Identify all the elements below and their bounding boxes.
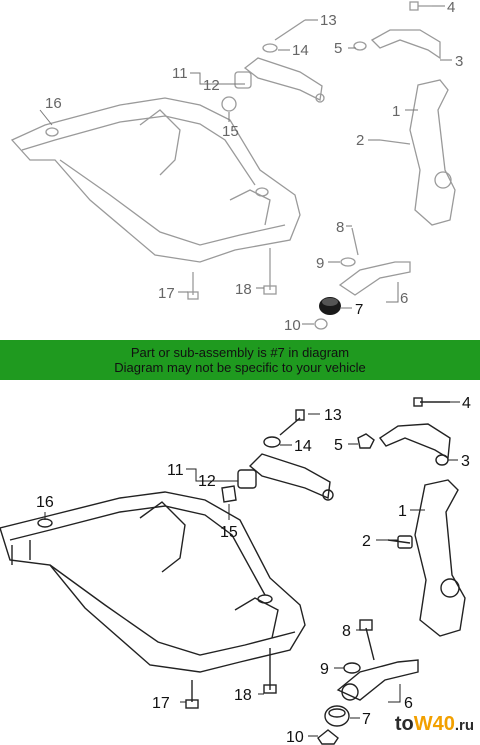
callout-14: 14 [292,42,309,59]
callout-11-bottom: 11 [167,462,184,479]
vehicle-fit-banner: Part or sub-assembly is #7 in diagram Di… [0,340,480,380]
top-diagram-svg: 13 4 14 5 11 12 3 16 1 15 2 8 9 18 17 6 … [10,0,463,334]
callout-12-bottom: 12 [198,473,216,490]
callout-15-bottom: 15 [220,524,238,541]
callout-2: 2 [356,132,364,149]
callout-4-bottom: 4 [462,395,471,412]
callout-1: 1 [392,103,400,120]
callout-18-bottom: 18 [234,687,252,704]
callout-16-bottom: 16 [36,494,54,511]
callout-10-bottom: 10 [286,729,304,745]
callout-16: 16 [45,95,62,112]
banner-line-2: Diagram may not be specific to your vehi… [114,360,366,375]
callout-5: 5 [334,40,342,57]
callout-9-bottom: 9 [320,661,329,678]
callout-9: 9 [316,255,324,272]
callout-12: 12 [203,77,220,94]
banner-line-1: Part or sub-assembly is #7 in diagram [130,345,350,360]
callout-18: 18 [235,281,252,298]
watermark-part-3: .ru [454,717,474,734]
callout-15: 15 [222,123,239,140]
callout-17: 17 [158,285,175,302]
callout-6-bottom: 6 [404,695,413,712]
site-watermark-logo: toW40.ru [395,713,474,736]
bottom-diagram-svg: 13 4 14 5 11 12 3 16 1 15 2 8 9 18 17 6 … [0,395,471,745]
callout-1-bottom: 1 [398,503,407,520]
callout-14-bottom: 14 [294,438,312,455]
callout-5-bottom: 5 [334,437,343,454]
callout-7: 7 [355,301,363,318]
bushing-part-7 [324,705,350,727]
bushing-part-7-highlight [319,297,341,315]
top-parts-diagram: 13 4 14 5 11 12 3 16 1 15 2 8 9 18 17 6 … [0,0,480,340]
callout-8-bottom: 8 [342,623,351,640]
callout-10: 10 [284,317,301,334]
callout-3: 3 [455,53,463,70]
callout-17-bottom: 17 [152,695,170,712]
callout-8: 8 [336,219,344,236]
callout-2-bottom: 2 [362,533,371,550]
callout-3-bottom: 3 [461,453,470,470]
callout-11: 11 [172,65,188,82]
callout-6: 6 [400,290,408,307]
callout-13-bottom: 13 [324,407,342,424]
callout-4: 4 [447,0,455,16]
callout-7-bottom: 7 [362,711,371,728]
callout-13: 13 [320,12,337,29]
bottom-parts-diagram: 13 4 14 5 11 12 3 16 1 15 2 8 9 18 17 6 … [0,380,480,745]
watermark-part-1: to [394,713,414,735]
watermark-part-2: W40 [413,713,455,735]
